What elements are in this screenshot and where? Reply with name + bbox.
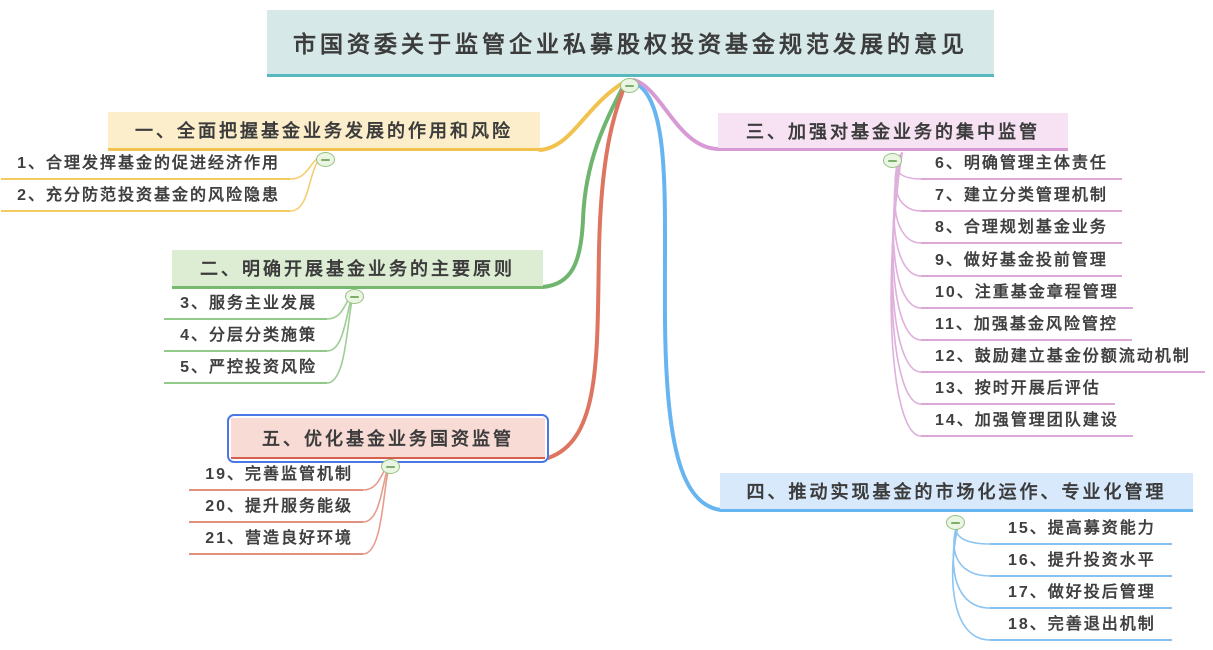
topic-item-20[interactable]: 20、提升服务能级 xyxy=(189,495,363,523)
topic-item-8[interactable]: 8、合理规划基金业务 xyxy=(921,216,1122,244)
branch-label-1: 一、全面把握基金业务发展的作用和风险 xyxy=(135,121,513,141)
topic-item-16[interactable]: 16、提升投资水平 xyxy=(990,549,1172,577)
topic-item-18[interactable]: 18、完善退出机制 xyxy=(990,613,1172,641)
branch-node-2[interactable]: 二、明确开展基金业务的主要原则 xyxy=(172,250,543,289)
minus-icon xyxy=(386,465,395,468)
branch-node-5-selection-ring[interactable]: 五、优化基金业务国资监管 xyxy=(227,414,549,463)
minus-icon xyxy=(350,295,359,298)
branch-label-2: 二、明确开展基金业务的主要原则 xyxy=(200,259,515,279)
topic-item-19[interactable]: 19、完善监管机制 xyxy=(189,463,363,491)
collapse-button-branch-4[interactable] xyxy=(946,515,965,530)
topic-item-11[interactable]: 11、加强基金风险管控 xyxy=(921,313,1132,341)
collapse-button-branch-2[interactable] xyxy=(345,289,364,304)
branch-node-5[interactable]: 五、优化基金业务国资监管 xyxy=(231,418,545,459)
branch-label-4: 四、推动实现基金的市场化运作、专业化管理 xyxy=(746,482,1167,502)
collapse-button-branch-3[interactable] xyxy=(883,153,902,168)
root-node[interactable]: 市国资委关于监管企业私募股权投资基金规范发展的意见 xyxy=(267,10,994,77)
minus-icon xyxy=(888,159,897,162)
branch-node-4[interactable]: 四、推动实现基金的市场化运作、专业化管理 xyxy=(720,473,1193,512)
topic-item-10[interactable]: 10、注重基金章程管理 xyxy=(921,281,1133,309)
topic-item-13[interactable]: 13、按时开展后评估 xyxy=(921,377,1115,405)
topic-item-3[interactable]: 3、服务主业发展 xyxy=(164,292,327,320)
topic-item-17[interactable]: 17、做好投后管理 xyxy=(990,581,1172,609)
topic-item-7[interactable]: 7、建立分类管理机制 xyxy=(921,184,1122,212)
topic-item-4[interactable]: 4、分层分类施策 xyxy=(164,324,327,352)
collapse-button-branch-1[interactable] xyxy=(316,152,335,167)
collapse-button-branch-5[interactable] xyxy=(381,459,400,474)
root-title: 市国资委关于监管企业私募股权投资基金规范发展的意见 xyxy=(293,31,968,57)
topic-item-2[interactable]: 2、充分防范投资基金的风险隐患 xyxy=(1,184,290,212)
branch-node-3[interactable]: 三、加强对基金业务的集中监管 xyxy=(718,113,1068,151)
collapse-button-root[interactable] xyxy=(620,78,639,93)
topic-item-5[interactable]: 5、严控投资风险 xyxy=(164,356,327,384)
branch-label-5: 五、优化基金业务国资监管 xyxy=(262,428,514,449)
topic-item-1[interactable]: 1、合理发挥基金的促进经济作用 xyxy=(1,152,290,180)
minus-icon xyxy=(321,158,330,161)
branch-node-1[interactable]: 一、全面把握基金业务发展的作用和风险 xyxy=(108,112,540,151)
branch-label-3: 三、加强对基金业务的集中监管 xyxy=(746,121,1040,142)
minus-icon xyxy=(625,84,634,87)
topic-item-6[interactable]: 6、明确管理主体责任 xyxy=(921,152,1122,180)
topic-item-15[interactable]: 15、提高募资能力 xyxy=(990,517,1172,545)
topic-item-14[interactable]: 14、加强管理团队建设 xyxy=(921,409,1133,437)
topic-item-9[interactable]: 9、做好基金投前管理 xyxy=(921,249,1122,277)
minus-icon xyxy=(951,521,960,524)
topic-item-21[interactable]: 21、营造良好环境 xyxy=(189,527,363,555)
topic-item-12[interactable]: 12、鼓励建立基金份额流动机制 xyxy=(921,345,1205,373)
